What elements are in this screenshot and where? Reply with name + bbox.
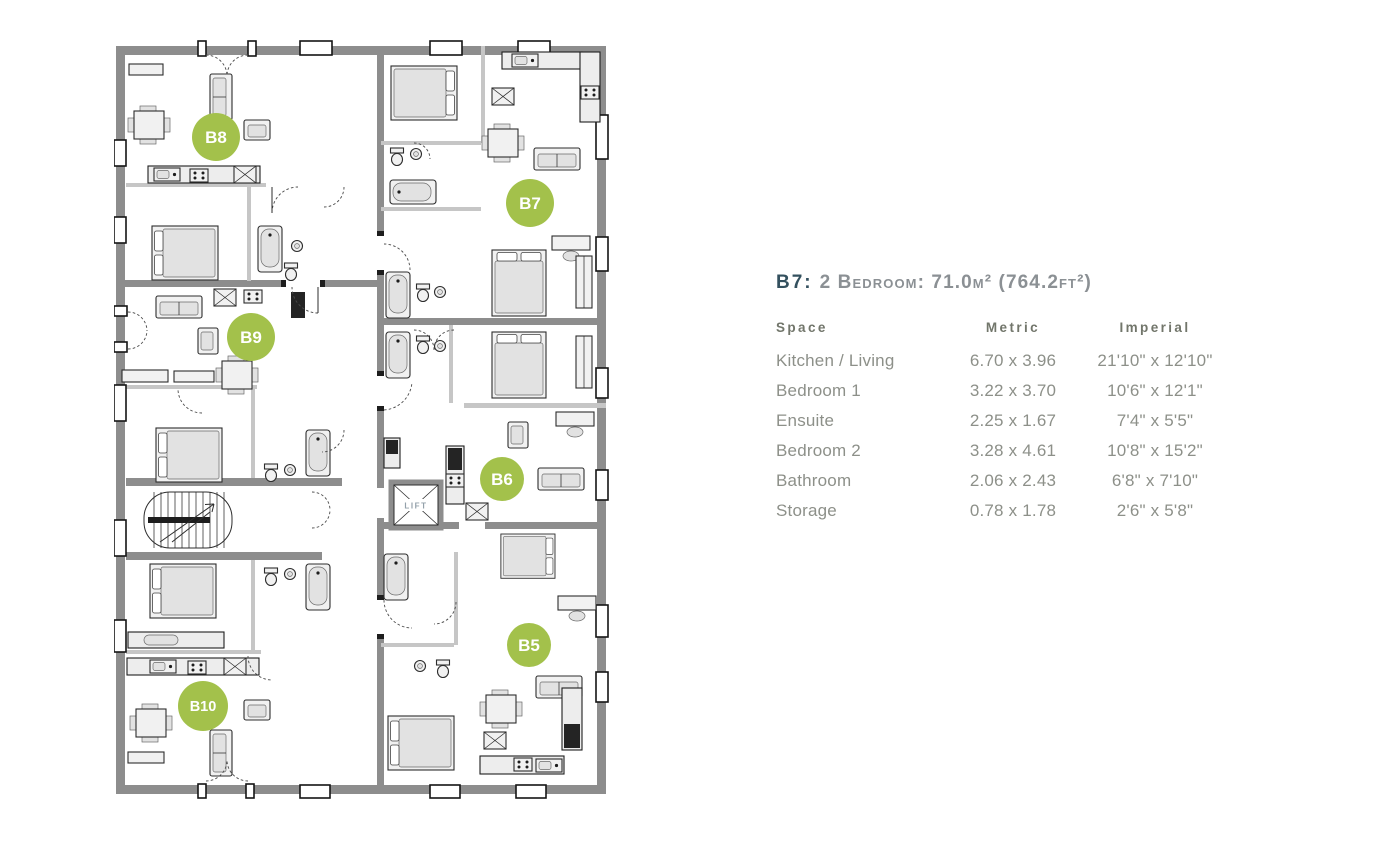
unit-b10 xyxy=(126,563,331,777)
unit-badge-b7: B7 xyxy=(506,179,554,227)
unit-badge-b7-label: B7 xyxy=(519,194,541,213)
cell-space: Ensuite xyxy=(776,411,835,430)
cell-imperial: 7'4" x 5'5" xyxy=(1116,411,1194,430)
cell-space: Bedroom 1 xyxy=(776,381,861,400)
unit-b9 xyxy=(121,288,331,483)
partition-walls xyxy=(117,46,606,654)
lift: LIFT xyxy=(388,479,444,531)
table-row: Storage 0.78 x 1.78 2'6" x 5'8" xyxy=(776,496,1228,526)
cell-metric: 0.78 x 1.78 xyxy=(969,501,1057,520)
cell-metric: 6.70 x 3.96 xyxy=(969,351,1057,370)
unit-b5 xyxy=(383,533,597,775)
cell-metric: 3.28 x 4.61 xyxy=(969,441,1057,460)
interior-walls xyxy=(116,46,606,794)
unit-badge-b5: B5 xyxy=(507,623,551,667)
stairs xyxy=(143,491,233,549)
unit-b7 xyxy=(389,51,601,262)
floor-plan: LIFT B8 B7 xyxy=(114,40,609,799)
unit-badge-b6-label: B6 xyxy=(491,470,513,489)
cell-space: Bathroom xyxy=(776,471,852,490)
dimensions-table: Space Metric Imperial Kitchen / Living 6… xyxy=(776,320,1228,526)
table-row: Bathroom 2.06 x 2.43 6'8" x 7'10" xyxy=(776,466,1228,496)
cell-imperial: 2'6" x 5'8" xyxy=(1116,501,1194,520)
cell-metric: 2.06 x 2.43 xyxy=(969,471,1057,490)
cell-space: Bedroom 2 xyxy=(776,441,861,460)
col-header-metric: Metric xyxy=(985,320,1041,335)
unit-badge-b10: B10 xyxy=(178,681,228,731)
col-header-imperial: Imperial xyxy=(1119,320,1191,335)
doors xyxy=(127,54,457,782)
outer-walls xyxy=(116,46,606,794)
unit-b8 xyxy=(127,63,304,282)
table-row: Kitchen / Living 6.70 x 3.96 21'10" x 12… xyxy=(776,346,1228,376)
cell-imperial: 10'8" x 15'2" xyxy=(1107,441,1203,460)
unit-badge-b6: B6 xyxy=(480,457,524,501)
cell-metric: 2.25 x 1.67 xyxy=(969,411,1057,430)
table-row: Ensuite 2.25 x 1.67 7'4" x 5'5" xyxy=(776,406,1228,436)
cell-imperial: 6'8" x 7'10" xyxy=(1111,471,1199,490)
cell-imperial: 21'10" x 12'10" xyxy=(1097,351,1213,370)
unit-title-summary: 2 Bedroom: 71.0m² (764.2ft²) xyxy=(819,272,1092,293)
unit-info-panel: B7: 2 Bedroom: 71.0m² (764.2ft²) Space Me… xyxy=(776,272,1228,526)
lift-label: LIFT xyxy=(404,502,427,511)
cell-space: Kitchen / Living xyxy=(776,351,895,370)
cell-imperial: 10'6" x 12'1" xyxy=(1107,381,1203,400)
unit-badge-b9: B9 xyxy=(227,313,275,361)
table-row: Bedroom 2 3.28 x 4.61 10'8" x 15'2" xyxy=(776,436,1228,466)
unit-title-id: B7: xyxy=(776,272,813,293)
table-row: Bedroom 1 3.22 x 3.70 10'6" x 12'1" xyxy=(776,376,1228,406)
cell-metric: 3.22 x 3.70 xyxy=(969,381,1057,400)
unit-badge-b8: B8 xyxy=(192,113,240,161)
cell-space: Storage xyxy=(776,501,837,520)
col-header-space: Space xyxy=(776,320,828,335)
unit-title: B7: 2 Bedroom: 71.0m² (764.2ft²) xyxy=(776,272,1228,294)
unit-badge-b8-label: B8 xyxy=(205,128,227,147)
unit-badge-b10-label: B10 xyxy=(190,699,217,715)
unit-b6 xyxy=(383,249,595,521)
unit-badge-b5-label: B5 xyxy=(518,636,540,655)
unit-badge-b9-label: B9 xyxy=(240,328,262,347)
